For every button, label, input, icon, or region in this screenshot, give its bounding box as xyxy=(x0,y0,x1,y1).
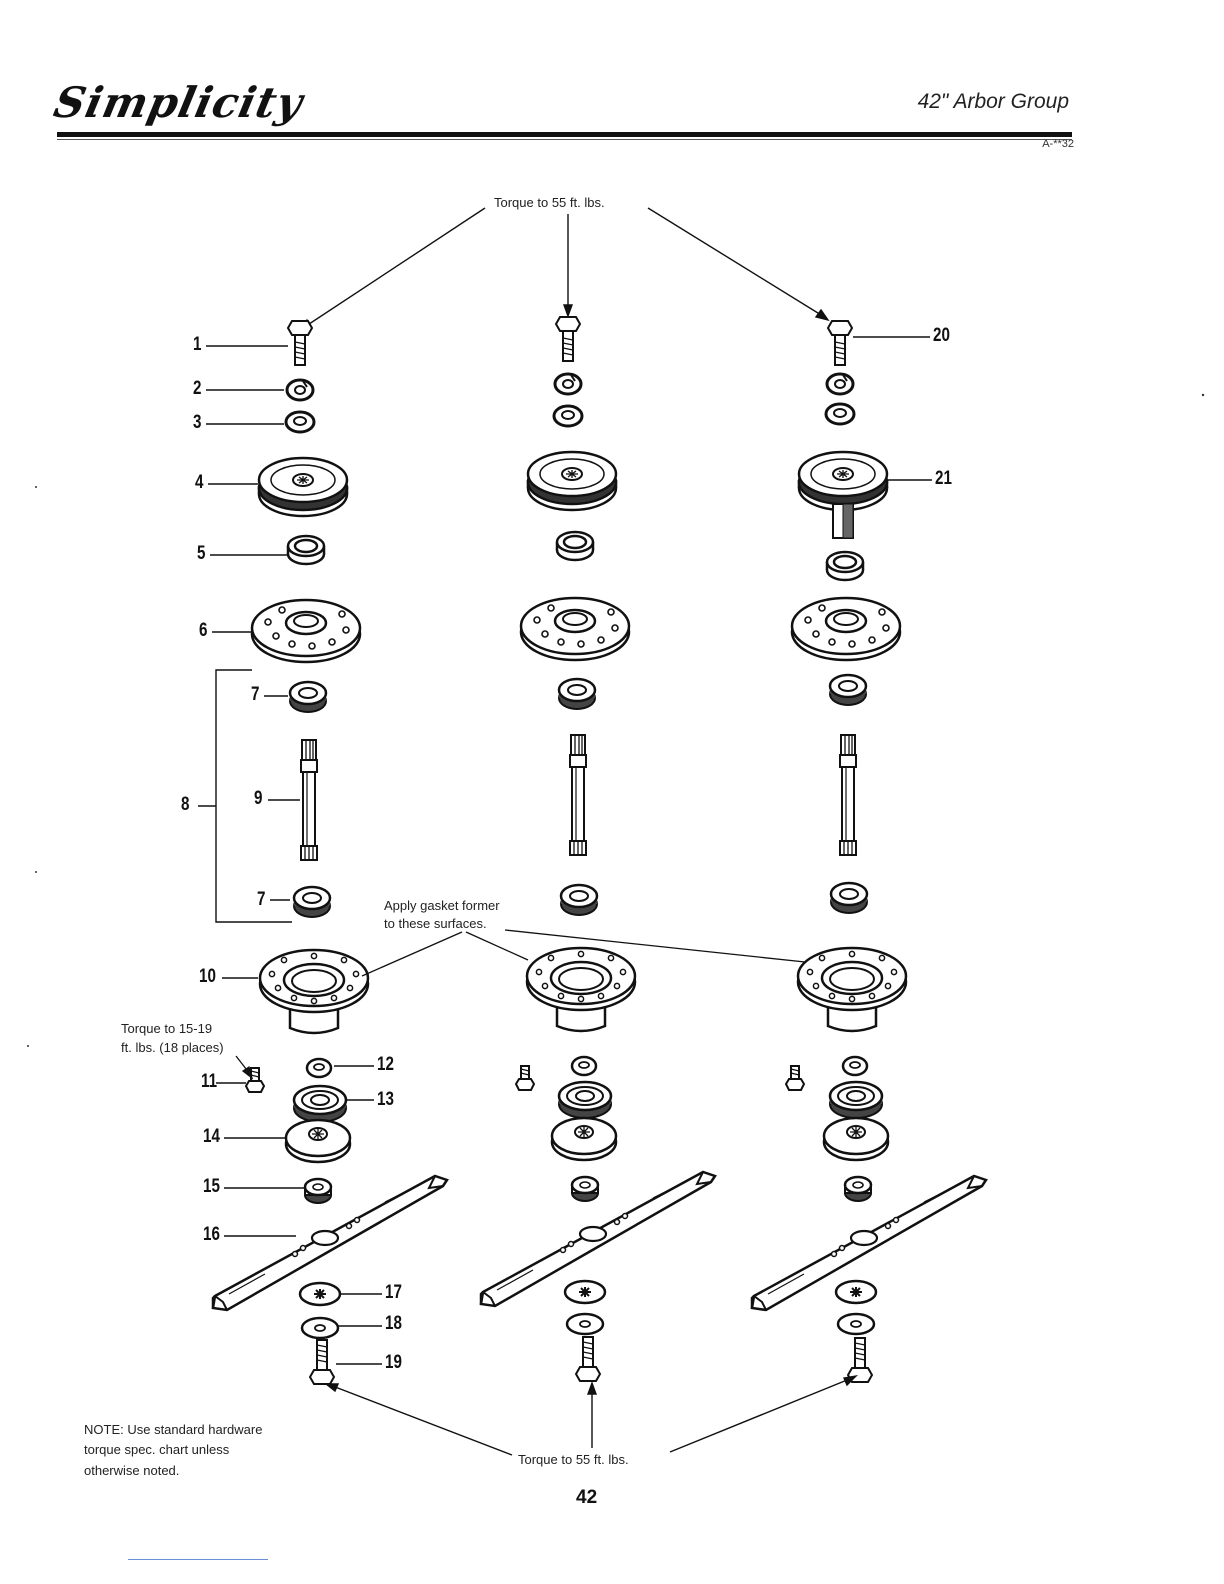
bearing-upper-center xyxy=(559,679,595,709)
hub-washer-12 xyxy=(307,1059,331,1077)
callout-19: 19 xyxy=(385,1352,402,1374)
bolt-torque-line1: Torque to 15-19 xyxy=(121,1020,212,1037)
lock-washer-right xyxy=(827,374,853,394)
stray-mark xyxy=(27,1045,29,1047)
stray-mark xyxy=(35,486,37,488)
bearing-right xyxy=(830,1082,882,1118)
torque-bottom-arrows xyxy=(326,1376,856,1455)
hub-nut-right xyxy=(845,1177,871,1201)
hub-washer-right xyxy=(843,1057,867,1075)
star-washer-right xyxy=(836,1281,876,1303)
torque-top-label: Torque to 55 ft. lbs. xyxy=(494,194,605,211)
spindle-right xyxy=(840,735,856,855)
arbor-column-center xyxy=(481,317,715,1381)
hex-bolt-1 xyxy=(288,321,312,365)
callout-2: 2 xyxy=(193,378,201,400)
bearing-7-upper xyxy=(290,682,326,712)
spindle-center xyxy=(570,735,586,855)
callout-13: 13 xyxy=(377,1089,394,1111)
callout-21: 21 xyxy=(935,468,952,490)
blade-adapter-14 xyxy=(286,1120,350,1162)
callout-17: 17 xyxy=(385,1282,402,1304)
callout-14: 14 xyxy=(203,1126,220,1148)
hub-nut-center xyxy=(572,1177,598,1201)
callout-8: 8 xyxy=(181,794,189,816)
flat-washer-18 xyxy=(302,1318,338,1338)
gasket-label-line2: to these surfaces. xyxy=(384,915,487,932)
hex-bolt-19 xyxy=(310,1340,334,1384)
callout-11: 11 xyxy=(201,1071,217,1093)
bearing-lower-right xyxy=(831,883,867,913)
star-washer-center xyxy=(565,1281,605,1303)
housing-plate-right xyxy=(792,598,900,660)
lock-washer-2 xyxy=(287,380,313,400)
pulley-21 xyxy=(799,452,887,510)
callout-7-lower: 7 xyxy=(257,889,265,911)
callout-5: 5 xyxy=(197,543,205,565)
bolt-torque-line2: ft. lbs. (18 places) xyxy=(121,1039,224,1056)
seal-5 xyxy=(288,536,324,564)
lock-washer-center xyxy=(555,374,581,394)
pulley-hub-extension xyxy=(833,504,853,538)
bearing-center xyxy=(559,1082,611,1118)
small-bolt-center xyxy=(516,1066,534,1090)
bearing-7-lower xyxy=(294,887,330,917)
stray-mark xyxy=(35,871,37,873)
bearing-13 xyxy=(294,1086,346,1122)
housing-plate-center xyxy=(521,598,629,660)
footer-rule xyxy=(128,1559,268,1560)
blade-adapter-center xyxy=(552,1118,616,1160)
housing-plate-6 xyxy=(252,600,360,662)
callout-4: 4 xyxy=(195,472,203,494)
blade-adapter-right xyxy=(824,1118,888,1160)
callout-6: 6 xyxy=(199,620,207,642)
callout-3: 3 xyxy=(193,412,201,434)
callout-1: 1 xyxy=(193,334,201,356)
callout-10: 10 xyxy=(199,966,216,988)
small-bolt-right xyxy=(786,1066,804,1090)
washer-center xyxy=(554,406,582,426)
arbor-column-left xyxy=(213,321,447,1384)
pulley-center xyxy=(528,452,616,510)
stray-mark xyxy=(1202,394,1204,396)
washer-3 xyxy=(286,412,314,432)
callout-16: 16 xyxy=(203,1224,220,1246)
torque-top-arrows xyxy=(300,208,828,330)
washer-right xyxy=(826,404,854,424)
hex-bolt-20 xyxy=(828,321,852,365)
pulley-4 xyxy=(259,458,347,516)
callout-15: 15 xyxy=(203,1176,220,1198)
lower-housing-right xyxy=(798,948,906,1031)
flat-washer-center xyxy=(567,1314,603,1334)
bearing-lower-center xyxy=(561,885,597,915)
hub-washer-center xyxy=(572,1057,596,1075)
hex-bolt-bottom-center xyxy=(576,1337,600,1381)
note-line3: otherwise noted. xyxy=(84,1462,179,1479)
bearing-upper-right xyxy=(830,675,866,705)
hex-bolt-center xyxy=(556,317,580,361)
star-washer-17 xyxy=(300,1283,340,1305)
flat-washer-right xyxy=(838,1314,874,1334)
note-line2: torque spec. chart unless xyxy=(84,1441,229,1458)
hex-bolt-bottom-right xyxy=(848,1338,872,1382)
note-line1: NOTE: Use standard hardware xyxy=(84,1421,262,1438)
gasket-label-line1: Apply gasket former xyxy=(384,897,500,914)
callout-7-upper: 7 xyxy=(251,684,259,706)
torque-bottom-label: Torque to 55 ft. lbs. xyxy=(518,1451,629,1468)
spindle-9 xyxy=(301,740,317,860)
callout-18: 18 xyxy=(385,1313,402,1335)
callout-12: 12 xyxy=(377,1054,394,1076)
seal-right xyxy=(827,552,863,580)
callout-20: 20 xyxy=(933,325,950,347)
page-number: 42 xyxy=(576,1487,597,1509)
lower-housing-center xyxy=(527,948,635,1031)
seal-center xyxy=(557,532,593,560)
hub-nut-15 xyxy=(305,1179,331,1203)
callout-9: 9 xyxy=(254,788,262,810)
bolt-torque-leader xyxy=(236,1056,252,1078)
lower-housing-10 xyxy=(260,950,368,1033)
